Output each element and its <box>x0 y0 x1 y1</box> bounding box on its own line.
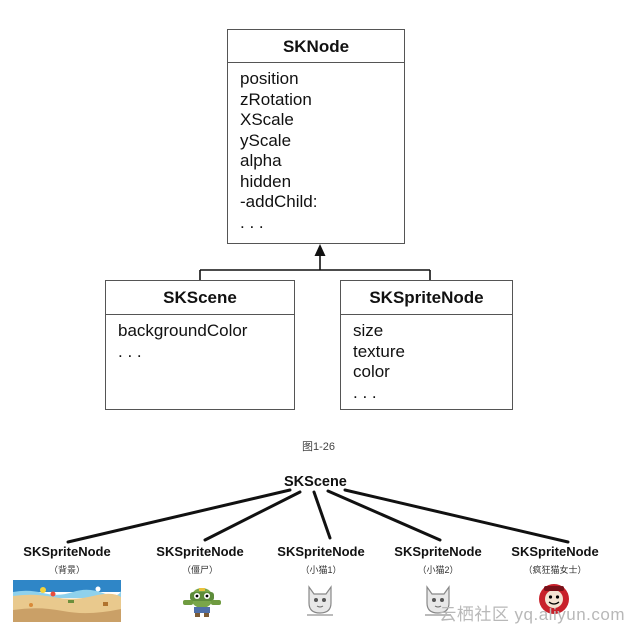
tree-line-5 <box>343 488 570 544</box>
cat-sprite-image <box>425 585 451 616</box>
sknode-member-list: position zRotation XScale yScale alpha h… <box>228 63 404 233</box>
tree-child-title: SKSpriteNode <box>511 544 599 559</box>
tree-line-1 <box>66 488 292 544</box>
sknode-class-title: SKNode <box>228 30 404 63</box>
tree-child-subtitle: （疯狂猫女士） <box>523 565 587 575</box>
tree-child: SKSpriteNode （小猫2） <box>383 544 493 576</box>
skscene-member: . . . <box>118 341 142 361</box>
beach-background-image <box>13 580 121 622</box>
cat-sprite-image <box>307 585 333 616</box>
tree-child-subtitle: （小猫2） <box>417 565 459 575</box>
skscene-member-list: backgroundColor . . . <box>106 315 294 362</box>
tree-child-subtitle: （小猫1） <box>300 565 342 575</box>
tree-child-title: SKSpriteNode <box>394 544 482 559</box>
skspritenode-member: color <box>353 362 390 381</box>
sknode-member: zRotation <box>240 89 312 109</box>
tree-line-3 <box>312 490 332 540</box>
skspritenode-member-list: size texture color . . . <box>341 315 512 403</box>
zombie-sprite-image <box>183 588 221 617</box>
sknode-member: . . . <box>240 212 264 232</box>
tree-child-title: SKSpriteNode <box>23 544 111 559</box>
tree-root-label: SKScene <box>284 474 347 490</box>
tree-child: SKSpriteNode （背景） <box>12 544 122 576</box>
inheritance-connector <box>199 252 431 280</box>
skspritenode-class-title: SKSpriteNode <box>341 281 512 315</box>
watermark: 云栖社区 yq.aliyun.com <box>439 605 625 624</box>
skspritenode-class-box: SKSpriteNode size texture color . . . <box>340 280 513 410</box>
tree-line-4 <box>326 489 442 542</box>
tree-child-title: SKSpriteNode <box>277 544 365 559</box>
tree-line-2 <box>203 490 302 542</box>
sknode-member: yScale <box>240 130 292 150</box>
tree-child-subtitle: （僵尸） <box>181 565 218 575</box>
skspritenode-member: texture <box>353 341 405 361</box>
tree-child-title: SKSpriteNode <box>156 544 244 559</box>
tree-child: SKSpriteNode （僵尸） <box>145 544 255 576</box>
skspritenode-member: size <box>353 321 384 340</box>
tree-child: SKSpriteNode （小猫1） <box>266 544 376 576</box>
sknode-member: -addChild: <box>240 192 318 211</box>
skscene-member: backgroundColor <box>118 321 248 340</box>
tree-child-subtitle: （背景） <box>48 565 85 575</box>
sknode-member: XScale <box>240 110 294 129</box>
skscene-class-box: SKScene backgroundColor . . . <box>105 280 295 410</box>
crazy-cat-lady-sprite-image <box>539 584 569 614</box>
tree-child: SKSpriteNode （疯狂猫女士） <box>500 544 610 576</box>
sknode-member: position <box>240 69 299 88</box>
sknode-member: hidden <box>240 171 292 191</box>
skspritenode-member: . . . <box>353 382 377 402</box>
sknode-member: alpha <box>240 151 282 170</box>
skscene-class-title: SKScene <box>106 281 294 315</box>
tree-connectors <box>66 488 570 544</box>
sknode-class-box: SKNode position zRotation XScale yScale … <box>227 29 405 244</box>
figure-caption: 图1-26 <box>301 441 336 453</box>
inheritance-arrowhead <box>314 244 326 256</box>
